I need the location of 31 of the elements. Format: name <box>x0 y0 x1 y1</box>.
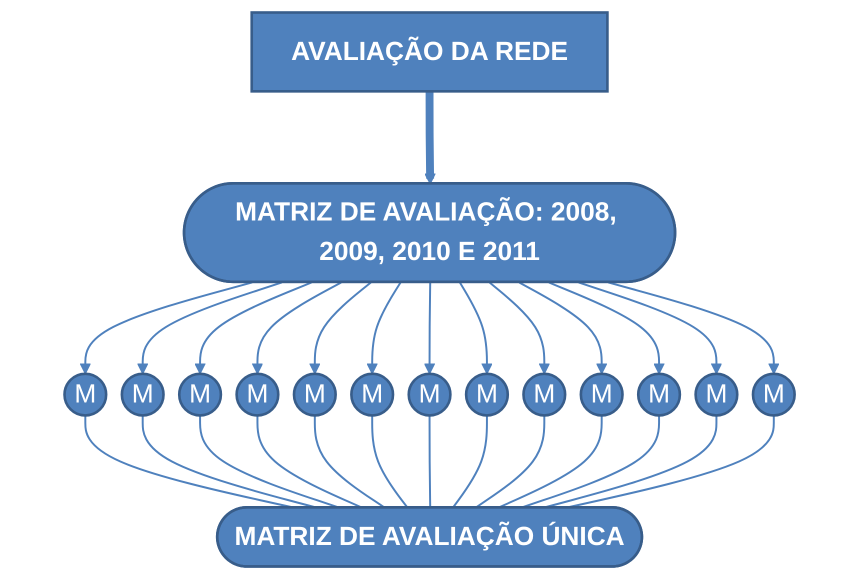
node-circle <box>178 372 222 417</box>
connector <box>474 415 546 509</box>
arrow <box>252 282 342 374</box>
arrow <box>518 282 608 374</box>
arrow <box>136 282 282 374</box>
arrow <box>424 91 436 184</box>
arrow <box>488 282 550 374</box>
node-box <box>250 11 609 93</box>
node-circle <box>235 372 280 417</box>
arrow <box>308 282 372 374</box>
node-circle <box>63 372 108 417</box>
node-circle <box>636 372 682 417</box>
node-circle <box>407 372 452 417</box>
node-circle <box>464 372 509 417</box>
connector <box>428 415 432 508</box>
arrow <box>79 282 252 374</box>
arrow <box>578 282 722 374</box>
arrow <box>194 282 312 374</box>
node-circle <box>120 372 165 417</box>
arrow <box>366 282 402 374</box>
arrow <box>424 282 436 374</box>
arrow <box>548 282 665 374</box>
node-circle <box>292 372 337 417</box>
flowchart: AVALIAÇÃO DA REDE MATRIZ DE AVALIAÇÃO: 2008, 2009, 2010 E 2011 M M M M M M M M M M M M M MATRIZ DE AVALIAÇÃO ÚNICA <box>54 2 806 577</box>
node-circle <box>350 372 394 417</box>
node-circle <box>752 372 796 417</box>
node-circle <box>580 372 624 417</box>
arrow <box>608 282 780 374</box>
node-circle <box>522 372 566 417</box>
arrow <box>458 282 493 374</box>
node-circle <box>694 372 738 417</box>
